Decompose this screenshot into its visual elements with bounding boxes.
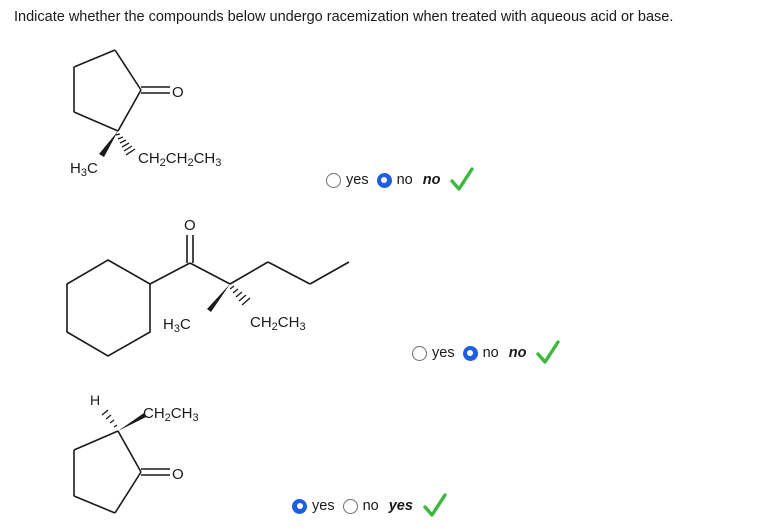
compound-3-correct-answer: yes [388, 498, 413, 514]
compound-3-no-label[interactable]: no [362, 498, 379, 514]
compound-1-wedge-bond [99, 131, 118, 157]
compound-1-yes-label[interactable]: yes [346, 172, 369, 188]
compound-3-oxygen-label: O [172, 466, 184, 483]
compound-3-structure [73, 430, 170, 514]
compound-3-yes-label[interactable]: yes [312, 498, 335, 514]
compound-3-wedge-bond [118, 413, 146, 431]
compound-2-oxygen-label: O [184, 217, 196, 234]
compound-1-yes-radio[interactable] [326, 172, 341, 188]
compound-2-answer-row: yes no no [412, 340, 561, 366]
compound-2-ethyl-label: CH2CH3 [250, 314, 306, 333]
compound-1-oxygen-label: O [172, 84, 184, 101]
compound-1-hash-bond [115, 133, 136, 156]
compound-1-methyl-label: H3C [70, 160, 98, 179]
compound-2-methyl-label: H3C [163, 316, 191, 335]
compound-2-structure [66, 235, 350, 357]
compound-1-correct-answer: no [422, 172, 441, 188]
question-instruction: Indicate whether the compounds below und… [14, 9, 674, 25]
compound-2-hash-bond [229, 285, 251, 306]
compound-3-answer-row: yes no yes [292, 493, 447, 519]
compound-2-correct-answer: no [508, 345, 527, 361]
compound-1-no-radio[interactable] [376, 172, 392, 188]
compound-3-no-radio[interactable] [342, 498, 358, 514]
compound-3-ethyl-label: CH2CH3 [143, 405, 199, 424]
compound-3-hydrogen-label: H [90, 392, 100, 408]
compound-2-no-label[interactable]: no [482, 345, 499, 361]
compound-1-propyl-label: CH2CH2CH3 [138, 150, 221, 169]
compound-2-no-radio[interactable] [462, 345, 478, 361]
checkmark-icon [450, 167, 475, 191]
compound-3-yes-radio[interactable] [292, 498, 307, 514]
compound-1-no-label[interactable]: no [396, 172, 413, 188]
compound-2-yes-radio[interactable] [412, 345, 427, 361]
compound-3-hash-bond [101, 409, 118, 428]
checkmark-icon [536, 340, 561, 364]
compound-1-answer-row: yes no no [326, 167, 475, 193]
compound-1-structure [73, 49, 170, 132]
compound-2-wedge-bond [207, 284, 230, 312]
compound-2-yes-label[interactable]: yes [432, 345, 455, 361]
checkmark-icon [423, 493, 447, 517]
